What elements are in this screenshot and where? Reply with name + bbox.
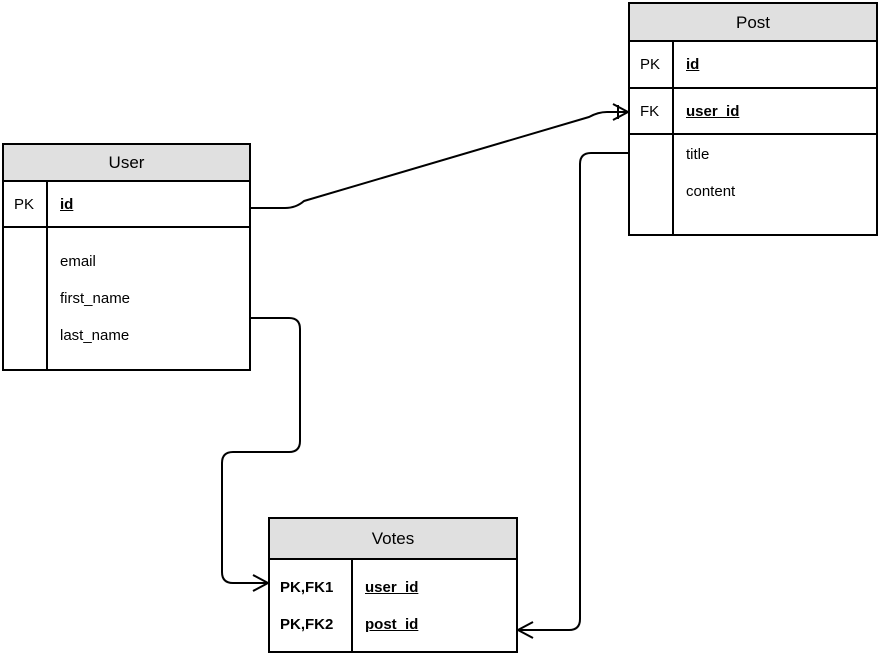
entity-post-pk-row[interactable]: PK id [630,42,876,89]
entity-post-field-id: id [686,56,700,73]
entity-user-field-first-name: first_name [60,290,131,307]
entity-votes[interactable]: Votes PK,FK1 PK,FK2 user_id post_id [268,517,518,653]
entity-votes-key-post-id: PK,FK2 [280,615,334,633]
entity-post-attributes-cell: title content [674,135,876,234]
entity-user-pk-label: PK [4,182,48,226]
entity-user[interactable]: User PK id email first_name last_name [2,143,251,371]
entity-votes-fieldcol: user_id post_id [353,560,516,651]
crowsfoot-post-user-id [612,103,629,121]
entity-user-attributes-cell: email first_name last_name [48,228,249,369]
entity-user-attr-keycol [4,228,48,369]
entity-post-field-user-id: user_id [686,102,740,120]
entity-votes-field-user-id: user_id [365,578,419,596]
connector-user-post [251,111,618,209]
entity-votes-key-user-id: PK,FK1 [280,578,334,596]
entity-post-pk-label: PK [630,42,674,87]
crowsfoot-votes-user-id [252,574,269,592]
entity-post[interactable]: Post PK id FK user_id title content [628,2,878,236]
entity-votes-field-post-id: post_id [365,615,419,633]
entity-user-field-last-name: last_name [60,327,130,344]
entity-post-title: Post [630,4,876,42]
entity-user-field-id: id [60,195,74,213]
entity-votes-title: Votes [270,519,516,560]
entity-votes-keycol: PK,FK1 PK,FK2 [270,560,353,651]
entity-votes-rows[interactable]: PK,FK1 PK,FK2 user_id post_id [270,560,516,651]
entity-post-attr-keycol [630,135,674,234]
entity-post-fk-row[interactable]: FK user_id [630,89,876,135]
entity-post-field-content: content [686,183,736,200]
entity-user-field-email: email [60,253,96,270]
connector-user-votes [221,317,301,584]
entity-post-pk-field-cell: id [674,42,876,87]
entity-post-fk-field-cell: user_id [674,89,876,133]
entity-post-field-title: title [686,146,710,163]
entity-user-pk-row[interactable]: PK id [4,182,249,228]
entity-user-attributes-row[interactable]: email first_name last_name [4,228,249,369]
crowsfoot-votes-post-id [517,621,534,639]
connector-post-votes [528,152,628,631]
entity-user-pk-field-cell: id [48,182,249,226]
entity-post-attributes-row[interactable]: title content [630,135,876,234]
entity-post-fk-label: FK [630,89,674,133]
entity-user-title: User [4,145,249,182]
